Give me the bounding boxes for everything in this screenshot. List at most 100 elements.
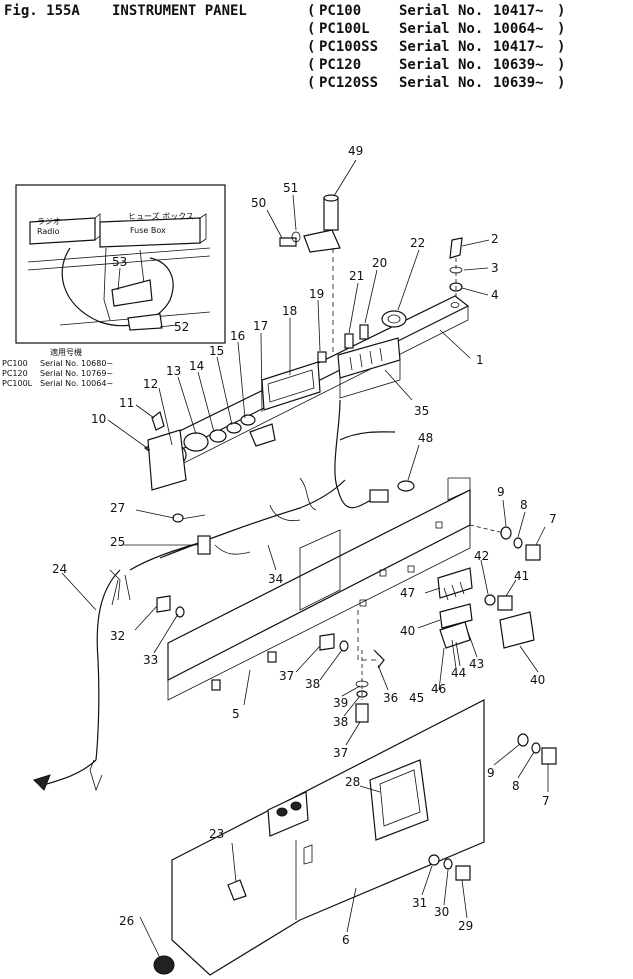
serial-number: 10064~: [493, 21, 544, 37]
model-name: PC100SS: [319, 39, 379, 55]
callout-19: 19: [309, 287, 324, 301]
model-name: PC120SS: [319, 75, 379, 91]
callout-39: 39: [333, 696, 348, 710]
model-name: PC100L: [319, 21, 370, 37]
callout-29: 29: [458, 919, 473, 933]
serial-label: Serial No.: [399, 3, 484, 19]
callout-1: 1: [476, 353, 484, 367]
washer-8: [513, 537, 523, 549]
callout-5: 5: [232, 707, 240, 721]
callout-10: 10: [91, 412, 106, 426]
connector-27: [172, 513, 184, 523]
callout-8: 8: [520, 498, 528, 512]
fuse-box-label: Fuse Box: [130, 226, 166, 235]
callout-9: 9: [497, 485, 505, 499]
washer-8b: [531, 742, 541, 754]
callout-40-cover: 40: [530, 673, 545, 687]
bolt-29: [455, 865, 471, 881]
switch-43: [439, 621, 471, 649]
callout-45: 45: [409, 691, 424, 705]
serial-number: 10417~: [493, 39, 544, 55]
callout-21: 21: [349, 269, 364, 283]
model-row: ( PC100L Serial No. 10064~ ): [307, 21, 566, 37]
heater-panel-28: [369, 759, 429, 841]
harness-clip: [111, 279, 153, 307]
serial-number: 10639~: [493, 75, 544, 91]
model-row: ( PC120 Serial No. 10639~ ): [307, 57, 566, 73]
callout-37-lower: 37: [333, 746, 348, 760]
cover-40: [499, 611, 535, 649]
callout-26: 26: [119, 914, 134, 928]
lower-cover-6: [153, 699, 485, 976]
callout-9-lower: 9: [487, 766, 495, 780]
serial-label: Serial No.: [399, 21, 484, 37]
callout-16: 16: [230, 329, 245, 343]
bulb-11: [151, 410, 165, 431]
fasteners-right: [469, 524, 557, 765]
clip-48: [397, 480, 415, 492]
switch-17: [249, 423, 276, 447]
callout-2: 2: [491, 232, 499, 246]
callout-15: 15: [209, 344, 224, 358]
switch-plate-47: [437, 567, 473, 599]
note-serial: Serial No. 10680~: [40, 359, 113, 368]
callout-38: 38: [305, 677, 320, 691]
bracket-36: [373, 649, 385, 669]
callout-36: 36: [383, 691, 398, 705]
washer-31: [428, 854, 440, 866]
callout-37: 37: [279, 669, 294, 683]
callout-13: 13: [166, 364, 181, 378]
bolt-50: [279, 237, 297, 247]
callout-48: 48: [418, 431, 433, 445]
knob-26: [153, 955, 175, 975]
callout-25: 25: [110, 535, 125, 549]
callout-labels: 49 50 51 22 2 3 4 21 20 19 18 17 16 15 1…: [52, 144, 557, 947]
callout-47: 47: [400, 586, 415, 600]
fuse-box-label-jp: ヒューズ ボックス: [128, 211, 194, 221]
callout-31: 31: [412, 896, 427, 910]
callout-49: 49: [348, 144, 363, 158]
figure-title: INSTRUMENT PANEL: [112, 3, 247, 19]
note-serial: Serial No. 10769~: [40, 369, 113, 378]
inset-detail: ラジオ Radio ヒューズ ボックス Fuse Box 53 52: [15, 184, 226, 344]
note-model: PC100L: [2, 379, 33, 388]
callout-7: 7: [549, 512, 557, 526]
callout-40: 40: [400, 624, 415, 638]
callout-35: 35: [414, 404, 429, 418]
callout-3: 3: [491, 261, 499, 275]
callout-30: 30: [434, 905, 449, 919]
display-18: [261, 361, 321, 411]
inset-serial-note: 適用号機 PC100 Serial No. 10680~ PC120 Seria…: [2, 347, 113, 388]
callout-44: 44: [451, 666, 466, 680]
callout-43: 43: [469, 657, 484, 671]
callout-42: 42: [474, 549, 489, 563]
bolt-32: [156, 595, 171, 613]
callout-46: 46: [431, 682, 446, 696]
washer-51: [291, 231, 301, 243]
bolt-37: [319, 633, 335, 651]
callout-28: 28: [345, 775, 360, 789]
connector-48a: [369, 489, 389, 503]
callout-22: 22: [410, 236, 425, 250]
radio-label-jp: ラジオ: [37, 217, 61, 226]
callout-38-lower: 38: [333, 715, 348, 729]
callout-17: 17: [253, 319, 268, 333]
harness-24: [95, 569, 121, 761]
washer-9b: [517, 733, 529, 747]
serial-label: Serial No.: [399, 75, 484, 91]
note-model: PC120: [2, 369, 28, 378]
lamp-49: [323, 197, 339, 231]
socket-10: [147, 429, 187, 491]
callout-23: 23: [209, 827, 224, 841]
callout-33: 33: [143, 653, 158, 667]
callout-8-lower: 8: [512, 779, 520, 793]
callout-24: 24: [52, 562, 67, 576]
note-model: PC100: [2, 359, 28, 368]
bracket-lamp: [303, 229, 341, 253]
washer-42: [484, 594, 496, 606]
fasteners-center: [156, 595, 385, 723]
callout-34: 34: [268, 572, 283, 586]
callout-52: 52: [174, 320, 189, 334]
